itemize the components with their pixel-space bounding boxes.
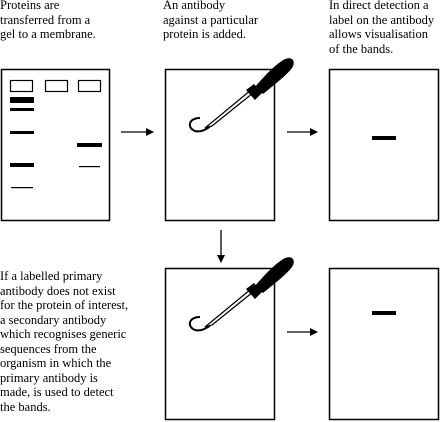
secondary-antibody-panel — [164, 256, 295, 421]
gel-well-1 — [9, 79, 34, 93]
step-4-caption: If a labelled primary antibody does not … — [0, 269, 129, 414]
band — [10, 163, 34, 167]
band — [10, 131, 34, 134]
step-3-caption: In direct detection a label on the antib… — [329, 0, 435, 56]
band — [77, 143, 102, 147]
step-2-caption: An antibody against a particular protein… — [163, 0, 259, 41]
band — [11, 187, 33, 189]
gel-well-3 — [77, 79, 102, 93]
band — [10, 97, 34, 103]
band — [79, 166, 100, 168]
indirect-detection-panel — [328, 267, 440, 421]
direct-detection-panel — [328, 68, 440, 222]
detected-band — [372, 136, 396, 140]
gel-well-2 — [44, 79, 69, 93]
band — [10, 108, 34, 111]
detected-band — [372, 311, 396, 315]
step-1-caption: Proteins are transferred from a gel to a… — [0, 0, 96, 41]
gel-membrane-panel — [0, 68, 111, 222]
antibody-membrane-panel — [164, 57, 295, 222]
